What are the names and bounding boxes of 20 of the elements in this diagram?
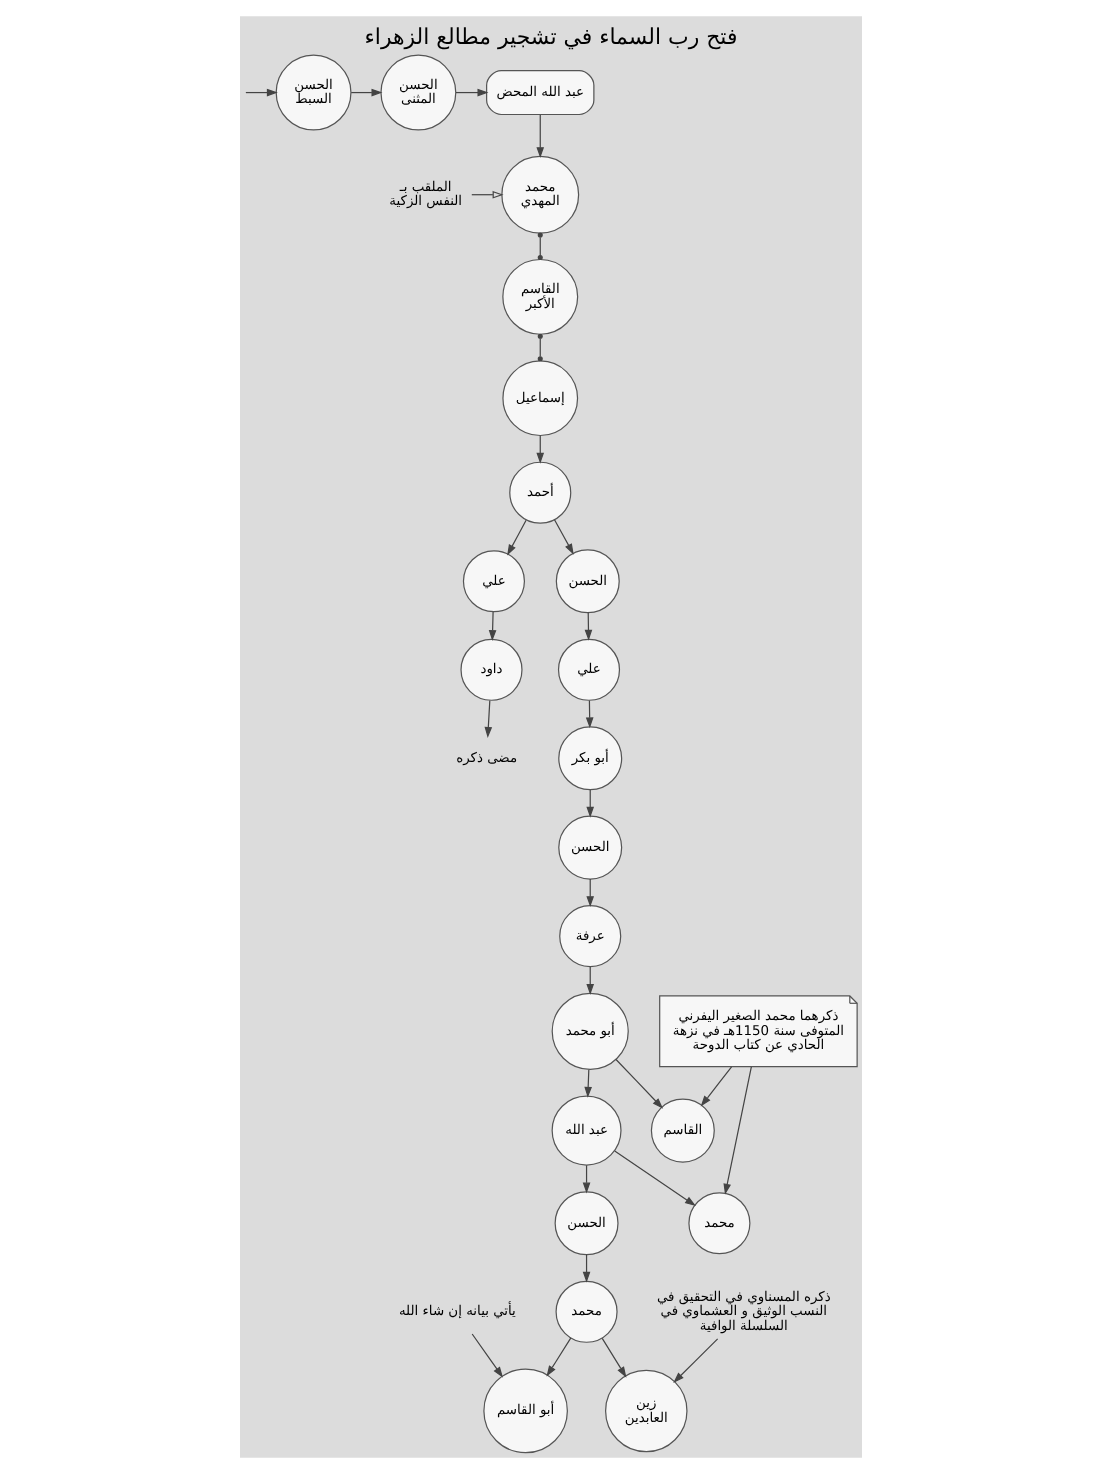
arrow (672, 1338, 718, 1383)
arrow (600, 1337, 626, 1378)
arrow (454, 88, 488, 97)
arrow (613, 1150, 695, 1207)
arrow (470, 1333, 503, 1378)
connector (536, 232, 542, 261)
arrow (699, 1066, 732, 1107)
arrow (552, 519, 573, 555)
connector (536, 333, 542, 362)
arrow (483, 700, 492, 738)
arrow (470, 190, 503, 199)
arrow (614, 1058, 663, 1109)
arrow (244, 88, 277, 97)
diagram-title: فتح رب السماء في تشجير مطالع الزهراء (363, 23, 737, 50)
arrow (506, 519, 526, 556)
arrow (535, 114, 544, 159)
arrow (722, 1066, 751, 1195)
arrow (487, 611, 496, 641)
arrow (349, 88, 382, 97)
arrow (545, 1337, 571, 1377)
